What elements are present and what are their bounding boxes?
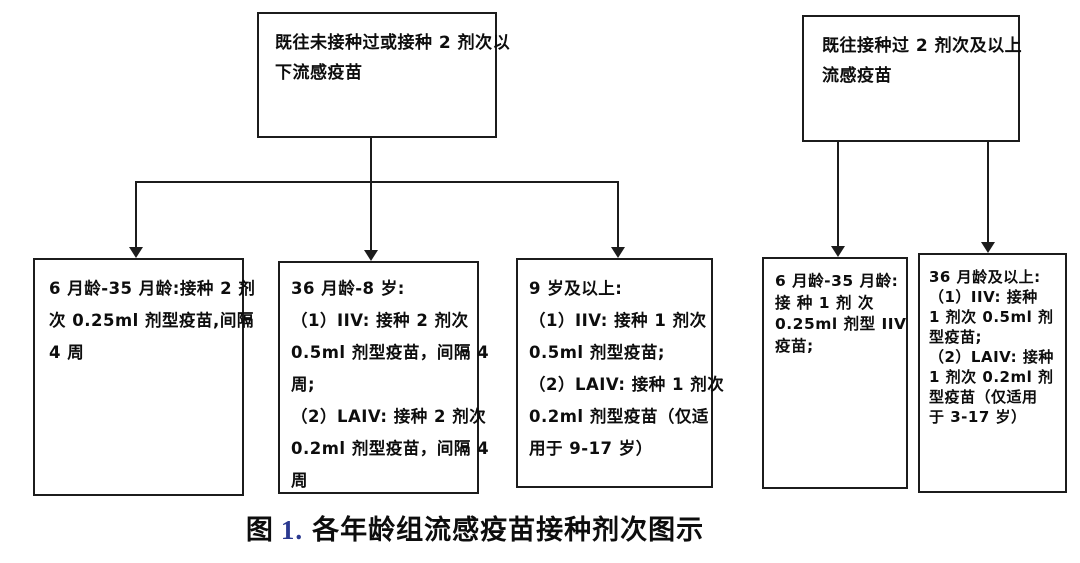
figure-caption-prefix: 图 (245, 515, 274, 545)
arrow-down-icon (831, 246, 845, 257)
connector-drop-prior-36m-up (987, 142, 989, 242)
box-text-line: 周 (291, 471, 308, 490)
connector-trunk-left (370, 138, 372, 250)
box-text-line: 周; (291, 375, 316, 394)
box-text-line: （2）LAIV: 接种 (929, 348, 1054, 366)
flow-box-no-prior-vaccination: 既往未接种过或接种 2 剂次以下流感疫苗 (257, 12, 511, 138)
box-text-line: 1 剂次 0.5ml 剂 (929, 308, 1054, 326)
box-text-line: （2）LAIV: 接种 1 剂次 (529, 375, 725, 394)
arrow-down-icon (981, 242, 995, 253)
box-text-line: 4 周 (49, 343, 85, 362)
box-text-line: 既往接种过 2 剂次及以上 (822, 36, 1023, 56)
box-text-line: 用于 9-17 岁） (529, 439, 653, 458)
box-text-line: 0.5ml 剂型疫苗; (529, 343, 665, 362)
box-text-line: （1）IIV: 接种 2 剂次 (291, 311, 469, 330)
connector-drop-prior-6-35m (837, 142, 839, 246)
box-text-line: 既往未接种过或接种 2 剂次以 (275, 33, 511, 53)
box-text-line: 型疫苗（仅适用 (929, 388, 1038, 406)
box-text-line: （1）IIV: 接种 1 剂次 (529, 311, 707, 330)
box-text-line: 0.2ml 剂型疫苗（仅适 (529, 407, 709, 426)
flow-box-first-36m-8y: 36 月龄-8 岁: （1）IIV: 接种 2 剂次 0.5ml 剂型疫苗，间隔 4… (278, 261, 490, 494)
box-text-line: 6 月龄-35 月龄: (775, 272, 899, 290)
arrow-down-icon (611, 247, 625, 258)
box-text-line: 36 月龄-8 岁: (291, 279, 405, 298)
box-text-line: 疫苗; (775, 336, 814, 355)
box-text-line: 1 剂次 0.2ml 剂 (929, 368, 1054, 386)
box-text-line: 9 岁及以上: (529, 279, 623, 298)
box-text-line: （1）IIV: 接种 (929, 288, 1038, 306)
box-text-line: 6 月龄-35 月龄:接种 2 剂 (49, 279, 256, 298)
box-text-line: 下流感疫苗 (275, 63, 363, 83)
box-text-line: （2）LAIV: 接种 2 剂次 (291, 407, 487, 426)
box-text-line: 次 0.25ml 剂型疫苗,间隔 (49, 311, 254, 330)
box-text-line: 36 月龄及以上: (929, 268, 1041, 286)
flow-box-prior-36m-and-up: 36 月龄及以上: （1）IIV: 接种 1 剂次 0.5ml 剂型疫苗; （2）LA… (918, 253, 1067, 493)
figure-caption-number: 1. (280, 515, 304, 545)
arrow-down-icon (129, 247, 143, 258)
connector-drop-6-35m (135, 181, 137, 247)
flow-box-first-6-35-months: 6 月龄-35 月龄:接种 2 剂次 0.25ml 剂型疫苗,间隔 4 周 (33, 258, 256, 496)
box-text-line: 于 3-17 岁） (929, 408, 1027, 426)
box-text-line: 接 种 1 剂 次 (775, 293, 874, 312)
figure-caption-text: 各年龄组流感疫苗接种剂次图示 (312, 515, 705, 545)
connector-branch-bar-left (135, 181, 619, 183)
box-text-line: 0.5ml 剂型疫苗，间隔 4 (291, 343, 490, 362)
box-text-line: 型疫苗; (929, 328, 982, 346)
box-text-line: 流感疫苗 (822, 66, 892, 86)
flow-box-first-9y-and-up: 9 岁及以上: （1）IIV: 接种 1 剂次 0.5ml 剂型疫苗; （2）LAIV… (516, 258, 725, 488)
flow-box-prior-2-doses: 既往接种过 2 剂次及以上流感疫苗 (802, 15, 1023, 142)
box-text-line: 0.25ml 剂型 IIV (775, 315, 907, 333)
flow-box-prior-6-35-months: 6 月龄-35 月龄: 接 种 1 剂 次 0.25ml 剂型 IIV 疫苗; (762, 257, 908, 489)
box-text-line: 0.2ml 剂型疫苗，间隔 4 (291, 439, 490, 458)
connector-drop-9y-up (617, 181, 619, 247)
arrow-down-icon (364, 250, 378, 261)
